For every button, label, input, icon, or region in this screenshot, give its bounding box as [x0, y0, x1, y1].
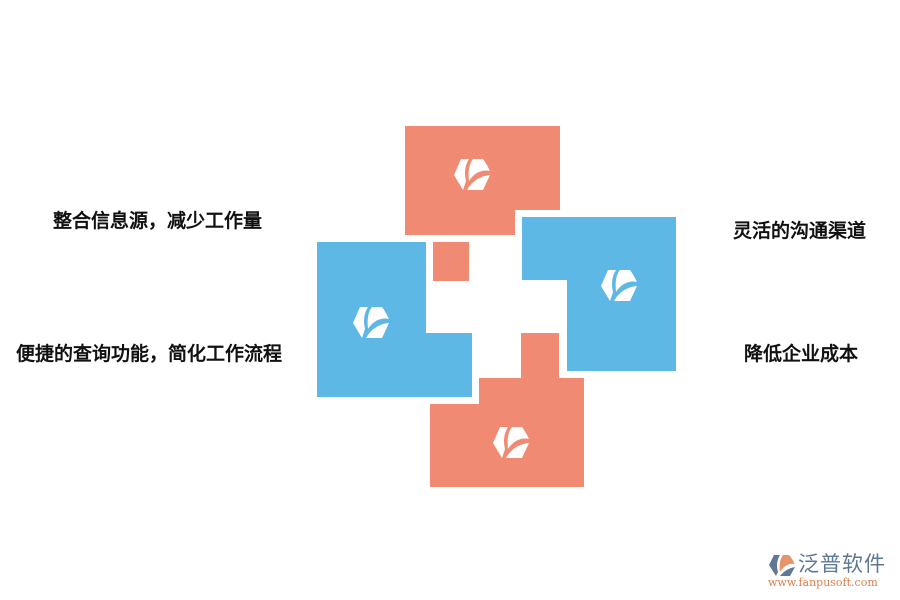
fanpusoft-watermark: 泛普软件 www.fanpusoft.com	[768, 551, 896, 591]
leaf-hexagon-icon	[601, 270, 637, 301]
label-integrate-info-sources: 整合信息源，减少工作量	[53, 210, 263, 232]
label-convenient-query: 便捷的查询功能，简化工作流程	[16, 343, 283, 365]
label-flexible-communication: 灵活的沟通渠道	[733, 220, 867, 242]
watermark-brand: 泛普软件	[798, 552, 886, 576]
center-small-square	[433, 242, 469, 281]
watermark-url: www.fanpusoft.com	[768, 576, 878, 589]
label-reduce-cost: 降低企业成本	[744, 343, 859, 365]
fanpusoft-logo-icon	[769, 555, 795, 576]
leaf-hexagon-icon	[493, 427, 529, 458]
leaf-hexagon-icon	[454, 159, 490, 190]
leaf-hexagon-icon	[353, 307, 389, 338]
